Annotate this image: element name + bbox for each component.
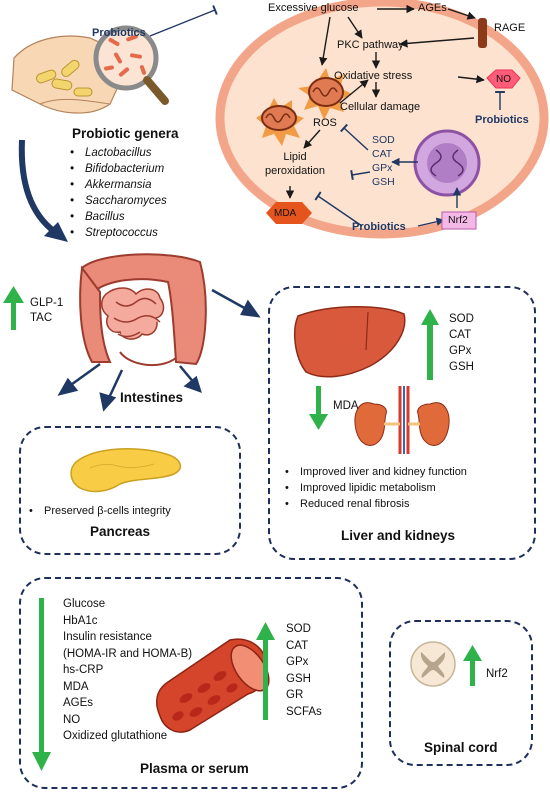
intestine-illustration	[79, 253, 207, 367]
plasma-down-item: Insulin resistance	[63, 631, 152, 643]
intestine-marker: TAC	[30, 312, 53, 324]
spinal-cord-illustration	[410, 641, 456, 687]
genus-item: Streptococcus	[67, 225, 167, 241]
cell-antioxidant: GPx	[372, 162, 393, 174]
plasma-down-arrow	[39, 598, 44, 756]
genera-title: Probiotic genera	[72, 126, 179, 141]
liver-up-item: GSH	[449, 361, 474, 373]
genus-item: Lactobacillus	[67, 145, 167, 161]
plasma-up-item: SCFAs	[286, 705, 322, 718]
mda-badge-cell	[266, 202, 312, 224]
intestine-outflow-arrows	[57, 288, 261, 412]
intestines-label: Intestines	[120, 390, 184, 405]
cell-pathway-arrows	[149, 4, 505, 227]
cell-antioxidant: SOD	[372, 134, 395, 146]
plasma-down-item: AGEs	[63, 697, 94, 709]
cell-antioxidant: CAT	[372, 148, 393, 160]
oxidative-stress-label: Oxidative stress	[334, 70, 413, 82]
genus-item: Akkermansia	[67, 177, 167, 193]
cellular-damage-label: Cellular damage	[340, 101, 421, 113]
plasma-up-item: CAT	[286, 639, 309, 652]
liver-up-arrow	[427, 322, 433, 380]
magnifier-icon	[93, 25, 169, 105]
genus-item: Bifidobacterium	[67, 161, 167, 177]
plasma-up-list: SOD CAT GPx GSH GR SCFAs	[286, 621, 322, 720]
spinal-nrf2-label: Nrf2	[486, 668, 508, 680]
liver-up-item: GPx	[449, 345, 472, 357]
pkc-label: PKC pathway	[337, 39, 404, 51]
cell-antioxidant: GSH	[372, 176, 395, 188]
liver-up-list: SOD CAT GPx GSH	[449, 311, 474, 375]
liver-mda-label: MDA	[333, 400, 359, 412]
liver-bullet: Improved lipidic metabolism	[282, 480, 467, 496]
liver-up-item: CAT	[449, 329, 472, 341]
plasma-down-item: HbA1c	[63, 614, 98, 627]
plasma-up-item: GSH	[286, 672, 311, 685]
nrf2-box	[441, 211, 477, 230]
cell-illustration	[215, 0, 549, 239]
intestine-marker-list: GLP-1 TAC	[30, 296, 63, 326]
curved-arrow	[18, 139, 57, 235]
plasma-label: Plasma or serum	[140, 761, 249, 776]
liver-up-item: SOD	[449, 313, 474, 325]
plasma-down-item: NO	[63, 713, 81, 726]
probiotics-label-top: Probiotics	[92, 27, 146, 39]
probiotics-label-bottom: Probiotics	[352, 221, 406, 233]
plasma-panel	[19, 577, 363, 789]
pancreas-label: Pancreas	[90, 524, 151, 539]
ros-label: ROS	[313, 117, 337, 129]
nrf2-cell-label: Nrf2	[448, 214, 468, 226]
rage-label: RAGE	[494, 22, 526, 34]
liver-bullets: Improved liver and kidney function Impro…	[282, 464, 467, 512]
genus-item: Bacillus	[67, 209, 167, 225]
pancreas-illustration	[70, 448, 182, 493]
genera-list: Lactobacillus Bifidobacterium Akkermansi…	[67, 145, 167, 241]
no-label: NO	[496, 74, 511, 85]
green-arrows	[3, 286, 482, 771]
plasma-up-arrow	[263, 636, 268, 720]
spinal-up-arrow	[470, 658, 475, 686]
pancreas-panel	[19, 426, 241, 555]
liver-bullet: Improved liver and kidney function	[282, 464, 467, 480]
plasma-up-item: SOD	[286, 623, 311, 635]
plasma-down-item: hs-CRP	[63, 664, 104, 676]
plasma-down-item: Oxidized glutathione	[63, 730, 168, 742]
genus-item: Saccharomyces	[67, 193, 167, 209]
pancreas-bullet: Preserved β-cells integrity	[26, 503, 171, 519]
rage-receptor	[478, 18, 487, 48]
plasma-down-item: Glucose	[63, 598, 106, 610]
mitochondria-2	[298, 68, 352, 120]
ages-label: AGEs	[418, 2, 447, 14]
glp1-up-arrow	[11, 300, 16, 330]
liver-bullet: Reduced renal fibrosis	[282, 496, 467, 512]
no-badge	[486, 69, 521, 89]
plasma-up-item: GR	[286, 689, 304, 701]
probiotics-label-right: Probiotics	[475, 114, 529, 126]
plasma-up-item: GPx	[286, 656, 309, 668]
kidneys-illustration	[354, 386, 450, 454]
mitochondria-1	[256, 98, 304, 146]
liver-kidneys-panel	[268, 286, 536, 560]
plasma-down-item: MDA	[63, 680, 89, 693]
cell-antioxidant-list: SOD CAT GPx GSH	[372, 133, 395, 189]
spinal-cord-label: Spinal cord	[424, 740, 498, 755]
pancreas-bullets: Preserved β-cells integrity	[26, 503, 171, 519]
lipid-peroxidation-label: Lipid peroxidation	[265, 151, 325, 177]
plasma-down-item: (HOMA-IR and HOMA-B)	[63, 647, 193, 660]
excessive-glucose-label: Excessive glucose	[268, 2, 359, 14]
intestine-marker: GLP-1	[30, 297, 64, 309]
plasma-down-list: Glucose HbA1c Insulin resistance (HOMA-I…	[63, 596, 192, 745]
blood-vessel-illustration	[155, 638, 270, 733]
liver-illustration	[293, 305, 406, 378]
nucleus	[413, 129, 481, 197]
liver-kidneys-label: Liver and kidneys	[341, 528, 456, 543]
spinal-cord-panel	[389, 620, 533, 766]
mda-cell-label: MDA	[274, 208, 297, 219]
liver-mda-down-arrow	[316, 386, 321, 418]
